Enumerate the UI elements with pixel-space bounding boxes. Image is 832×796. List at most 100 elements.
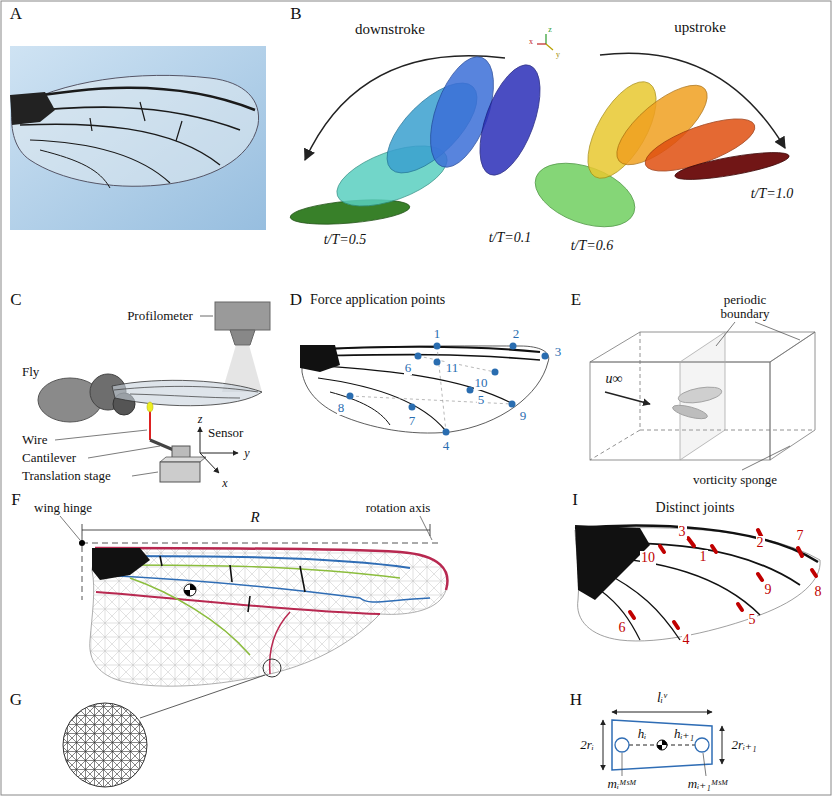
vein-segment-part (695, 738, 709, 752)
boundary-label: vorticity sponge (693, 473, 777, 487)
mesh-detail-part (63, 703, 147, 787)
device-label: Sensor (208, 426, 243, 440)
callout-number: 10 (474, 376, 489, 390)
wing-model-part (270, 612, 290, 674)
measurement-setup-part (200, 427, 201, 453)
panel-title: Force application points (310, 293, 445, 308)
joints-wing-part-part (812, 570, 816, 576)
axis-label: x (222, 477, 227, 490)
measurement-setup-part (160, 462, 200, 482)
joints-wing (575, 525, 820, 641)
wing-model-part (160, 556, 305, 612)
force-points-wing-part (300, 345, 340, 372)
force-points-wing-part-part (492, 369, 499, 376)
phase-label: t/T=0.1 (489, 231, 532, 246)
axis-label: z (548, 26, 552, 34)
wing-kinematics-part (545, 34, 546, 44)
phase-label: t/T=1.0 (751, 187, 794, 202)
joints-wing-part-part (738, 604, 742, 610)
wing-model-part (90, 548, 448, 686)
wing-model-part (82, 530, 430, 531)
callout-number: 8 (337, 401, 346, 415)
vein-segment-part (603, 720, 604, 770)
joint-number: 7 (796, 529, 805, 544)
force-points-wing-part-part (509, 401, 516, 408)
measurement-setup-part (230, 330, 255, 345)
force-points-wing-part (347, 343, 549, 436)
wing-photo-part (40, 150, 110, 188)
joint-number: 6 (618, 621, 627, 636)
mass-label: mᵢᴹˢᴹ (608, 777, 637, 791)
dimension-label: hᵢ₊₁ (674, 727, 694, 741)
wing-photo-part (10, 92, 55, 125)
measurement-setup-part (112, 380, 262, 405)
joint-number: 9 (764, 583, 773, 598)
wing-kinematics-part (537, 43, 546, 44)
measurement-setup-part (147, 402, 153, 412)
joints-wing-part-part (758, 574, 762, 580)
dimension-label: R (250, 510, 259, 526)
device-label: Wire (22, 433, 47, 447)
axis-label: y (244, 447, 249, 460)
joints-wing-part (575, 525, 650, 600)
wing-kinematics-part (546, 44, 553, 50)
callout-number: 3 (554, 345, 563, 359)
callout-number: 6 (404, 361, 413, 375)
wing-photo (10, 46, 266, 230)
mesh-detail (60, 700, 150, 790)
phase-label: t/T=0.5 (324, 233, 367, 248)
wing-photo-part (90, 102, 182, 141)
dimension-label: 2rᵢ (580, 738, 594, 752)
vein-segment-part (657, 740, 667, 750)
wing-model-part (140, 675, 265, 718)
panel-letter: C (10, 291, 21, 309)
wing-model-part (79, 540, 85, 546)
measurement-setup-part (55, 430, 147, 440)
measurement-setup-part (200, 453, 219, 473)
vein-segment-part (612, 712, 712, 713)
vein-segment-part (615, 738, 629, 752)
joint-number: 2 (756, 536, 765, 551)
wing-model-part (184, 584, 196, 596)
vein-segment-part (612, 720, 712, 770)
vein-segment (603, 712, 722, 776)
joint-number: 5 (748, 613, 757, 628)
joint-number: 4 (682, 633, 691, 648)
stroke-label: upstroke (674, 20, 726, 36)
force-points-wing-part-part (434, 359, 441, 366)
simulation-domain (590, 322, 815, 470)
force-points-wing-part (305, 355, 540, 360)
measurement-setup-part (114, 386, 258, 398)
measurement-setup-part (200, 316, 213, 317)
simulation-domain-part (590, 332, 815, 460)
simulation-domain-part (677, 384, 723, 405)
dimension-label: 2rᵢ₊₁ (732, 738, 757, 752)
force-points-wing-part-part (347, 393, 354, 400)
joints-wing-part-part (688, 538, 694, 546)
boundary-label: periodic boundary (710, 293, 780, 320)
vein-segment-part (657, 740, 667, 750)
joints-wing-part-part (674, 622, 678, 628)
joints-wing-part (630, 530, 816, 628)
wing-model-part (82, 524, 430, 536)
mass-label: mᵢ₊₁ᴹˢᴹ (688, 777, 728, 791)
simulation-domain-part (770, 332, 815, 460)
wing-kinematics (289, 34, 790, 239)
vein-segment-part (622, 753, 706, 776)
device-label: Cantilever (22, 451, 76, 465)
axis-label: y (556, 51, 560, 59)
force-points-wing-part (330, 392, 390, 425)
axis-label: rotation axis (366, 501, 431, 515)
wing-photo-part (20, 124, 220, 165)
vein-segment-part (722, 726, 723, 764)
force-points-wing-part-part (415, 353, 422, 360)
wing-model-part (82, 543, 440, 544)
callout-number: 4 (442, 439, 451, 453)
wing-kinematics-part (468, 57, 553, 182)
force-points-wing-part (302, 346, 549, 433)
joints-wing-part-part (798, 548, 802, 556)
force-points-wing-part-part (434, 343, 441, 350)
wing-model-part (184, 584, 196, 596)
